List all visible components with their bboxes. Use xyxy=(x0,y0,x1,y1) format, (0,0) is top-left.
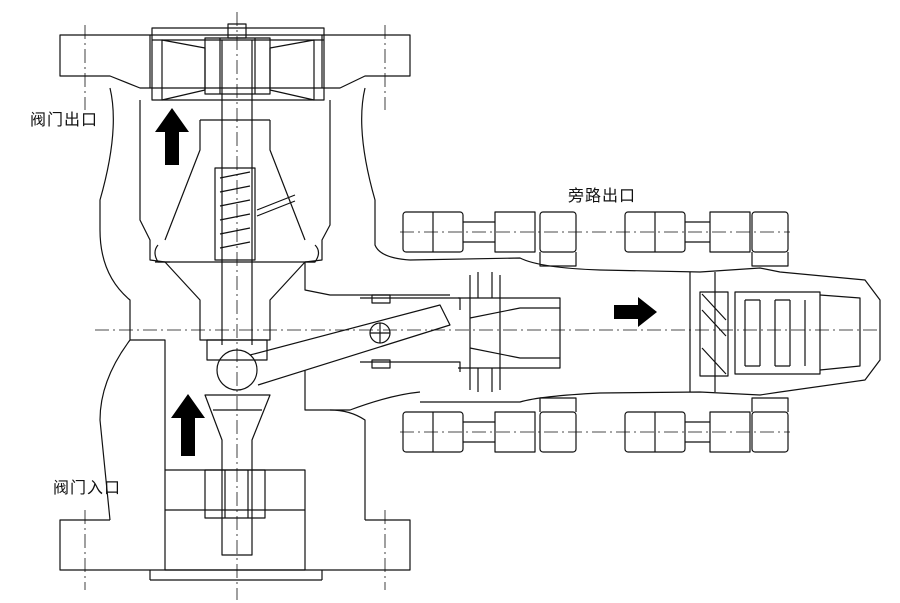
valve-body xyxy=(99,87,450,521)
centerlines xyxy=(84,12,880,600)
bypass-bolts-top xyxy=(402,211,789,267)
valve-outlet-label: 阀门出口 xyxy=(30,110,99,129)
valve-inlet-label: 阀门入口 xyxy=(53,478,122,497)
bypass-body xyxy=(409,257,881,403)
bypass-outlet-label: 旁路出口 xyxy=(568,186,637,205)
up-arrow-icon xyxy=(155,108,189,165)
up-arrow-icon xyxy=(171,394,205,456)
inner-guide xyxy=(164,119,306,261)
top-flange xyxy=(59,34,411,89)
right-arrow-icon xyxy=(614,297,657,327)
bonnet-assembly xyxy=(151,23,325,101)
spring-stack xyxy=(734,291,821,375)
bottom-flange xyxy=(59,409,411,581)
ball-check-lever xyxy=(216,294,461,391)
lower-seat xyxy=(204,394,271,556)
bypass-bolts-bottom xyxy=(402,397,789,453)
